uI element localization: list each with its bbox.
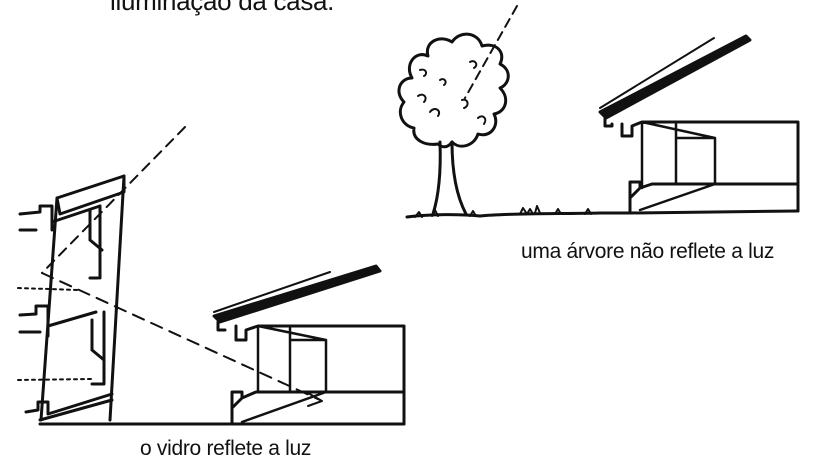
tree-crown [397,32,510,149]
window-interior-lower [240,324,328,424]
roof-lower-house [212,264,382,324]
tree-crown-detail [417,60,487,125]
top-caption-partial: iluminação da casa. [110,0,335,16]
light-ray-reflected [41,272,321,401]
bottom-floor-slab [24,392,114,422]
building-top-cap [55,174,126,216]
roof-right-house [598,34,752,120]
window-frame-top-lower [234,324,406,426]
caption-glass: o vidro reflete a luz [140,437,312,460]
middle-floor-slab [18,304,98,338]
lower-house [212,264,406,426]
tree-trunk [431,140,468,216]
wall-floor-right [628,209,800,215]
light-ray-blocked [464,5,518,99]
lower-window-recess [90,310,106,386]
window-sill-right [628,180,800,215]
light-ray-incident [41,126,186,274]
roof-upper-edge-right [599,37,715,109]
caption-tree: uma árvore não reflete a luz [521,240,775,263]
eave-lower [216,320,227,332]
upper-floor-slab [18,204,102,232]
light-ray-lower [17,378,93,381]
glass-building [17,126,323,426]
roof-upper-edge-lower [213,271,331,313]
light-ray-upper [17,287,79,291]
tree-scene [397,5,800,219]
window-sill-lower [230,390,406,426]
glass-panel-edge-right [108,174,126,422]
eave-right [603,116,614,128]
window-frame-top-right [620,120,800,213]
window-interior-right [638,120,717,212]
